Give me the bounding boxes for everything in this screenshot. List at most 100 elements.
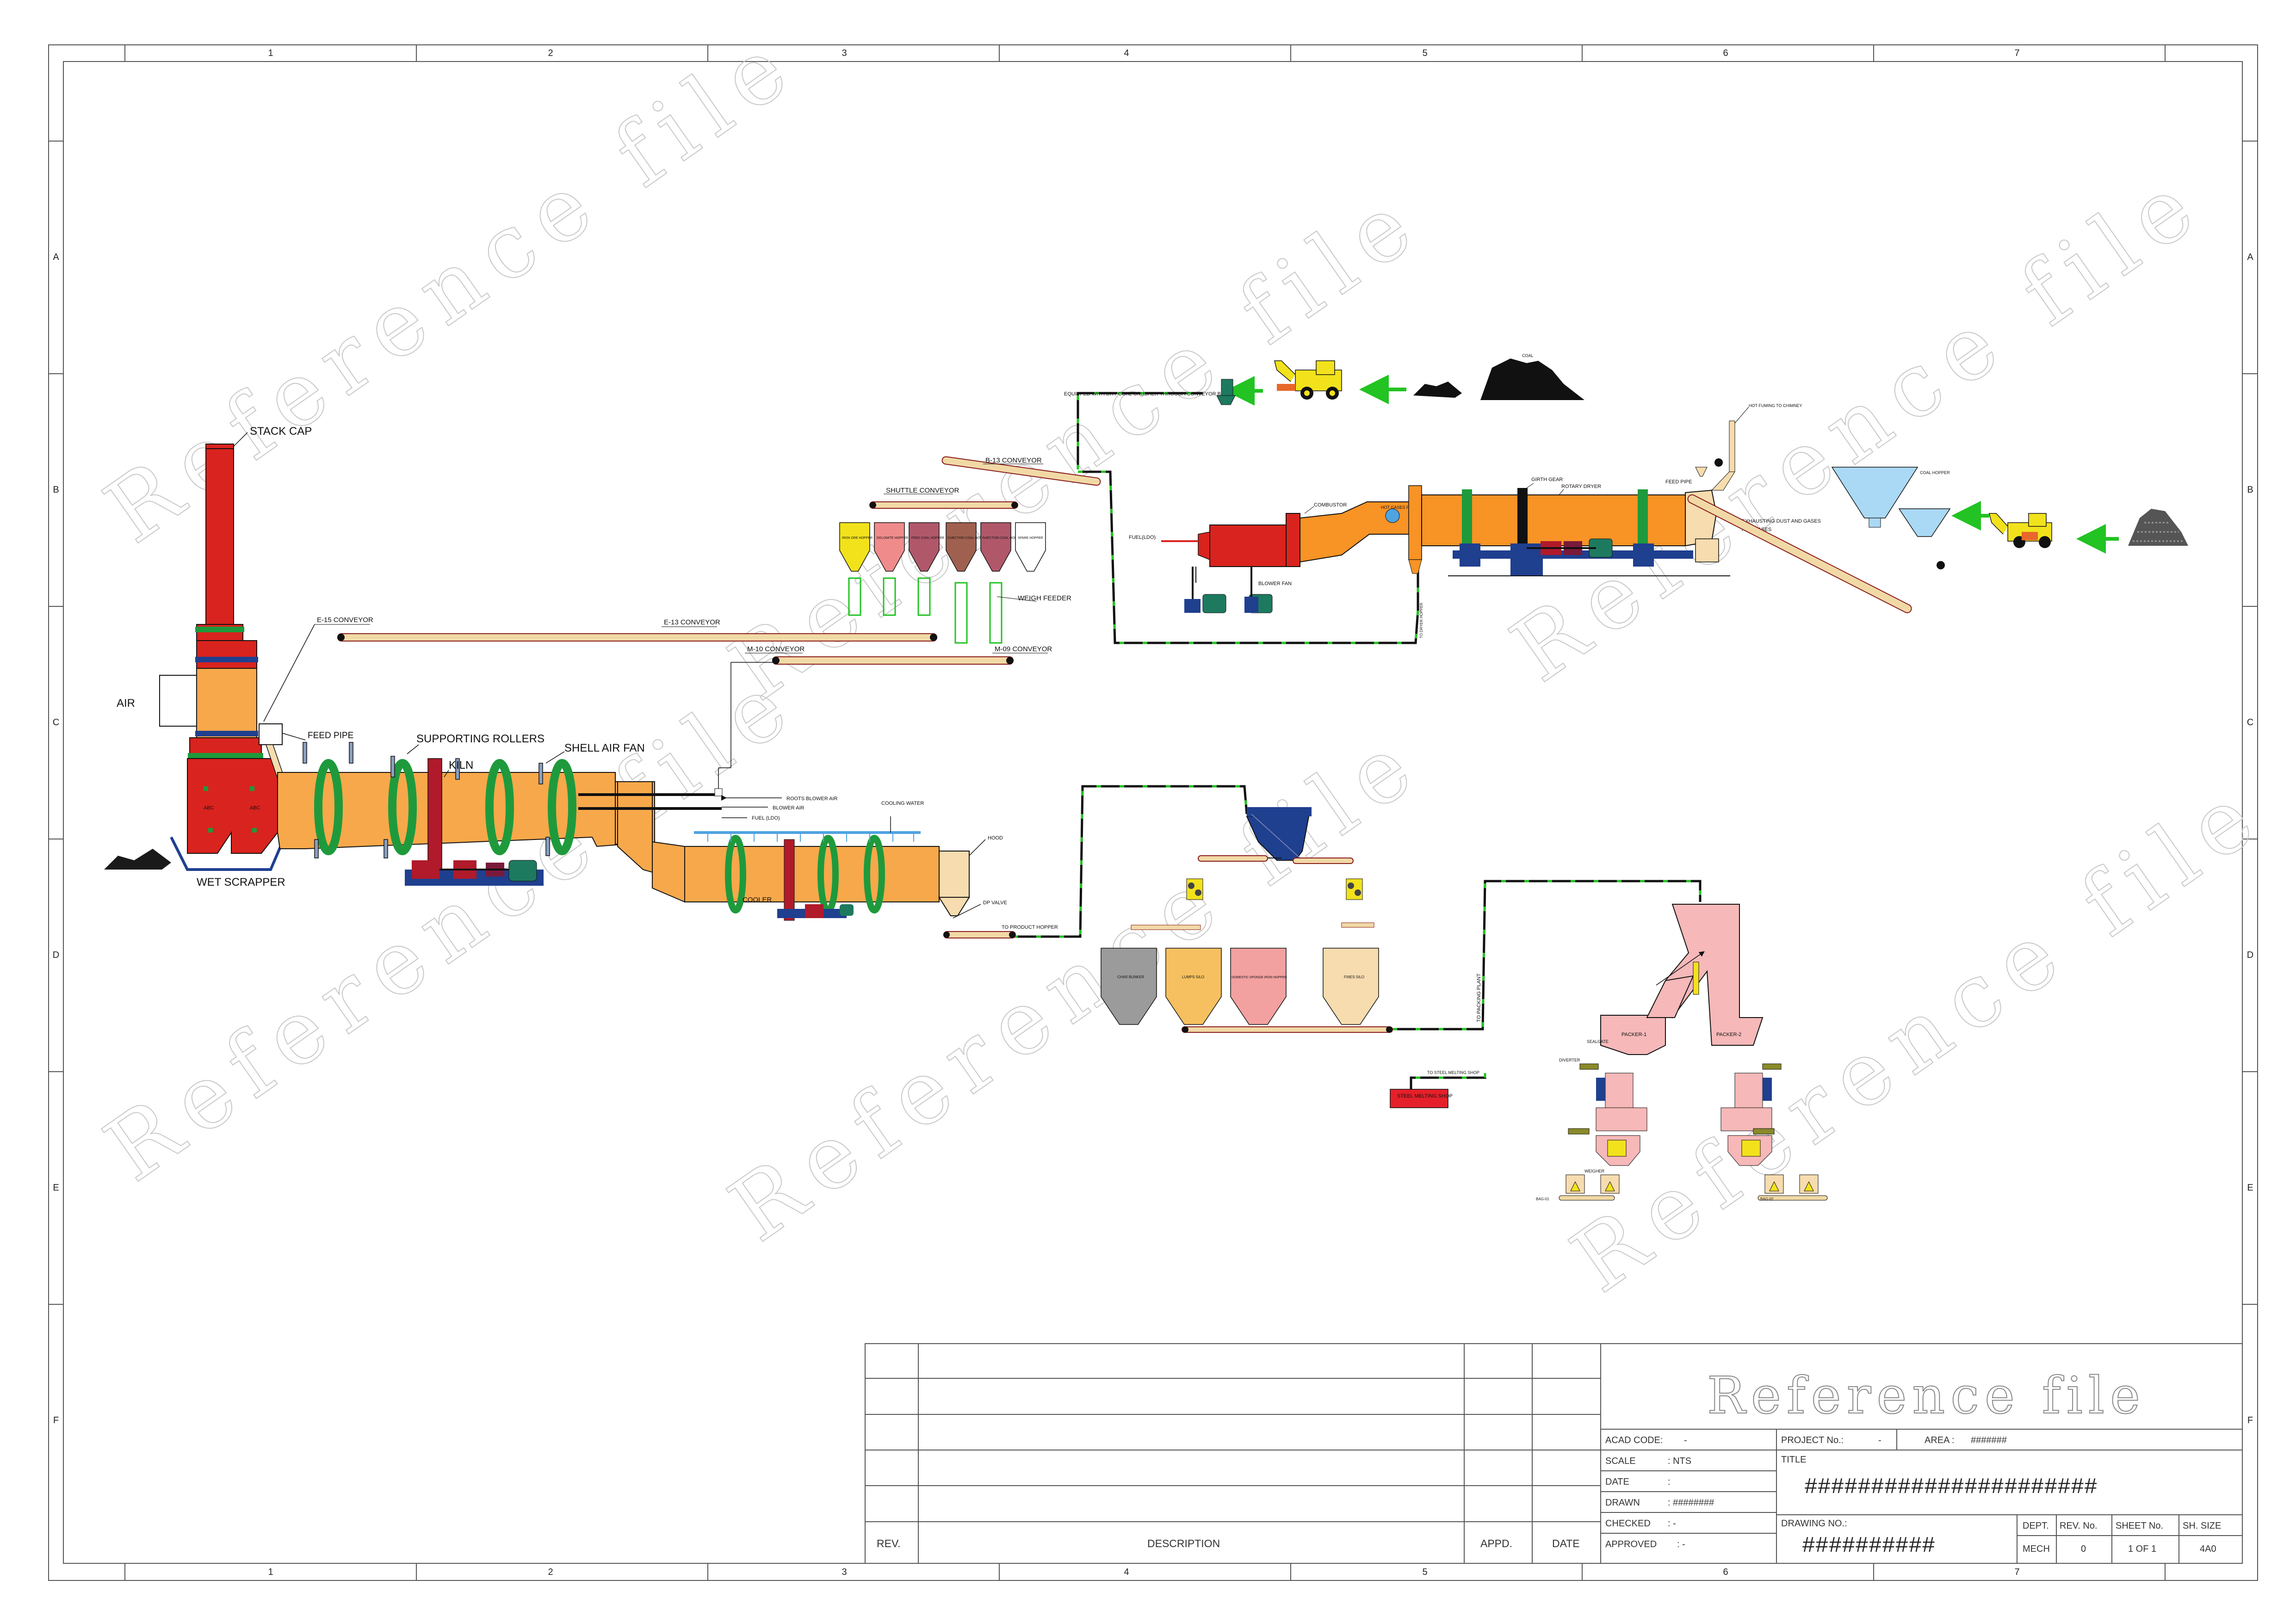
- weigh-feeder-label: WEIGH FEEDER: [1018, 594, 1071, 602]
- silo-label: FINES SILO: [1344, 975, 1364, 979]
- magnetic-separator: [1186, 878, 1203, 900]
- m10-conveyor-label: M-10 CONVEYOR: [747, 645, 805, 653]
- blower-air-label: BLOWER AIR: [773, 805, 805, 811]
- scale-value: : NTS: [1668, 1456, 1691, 1466]
- loader-vehicle: [1274, 360, 1342, 400]
- weigher-label: WEIGHER: [1584, 1169, 1605, 1173]
- row-label-b: B: [53, 485, 59, 495]
- coal-pile-kiln: [104, 849, 171, 870]
- column-label-4: 4: [1124, 48, 1129, 58]
- drawn-label: DRAWN: [1605, 1498, 1640, 1508]
- row-label-e: E: [53, 1183, 59, 1193]
- column-label-1-bottom: 1: [268, 1567, 273, 1577]
- shell-air-fan-label: SHELL AIR FAN: [564, 742, 645, 754]
- air-label: AIR: [117, 697, 135, 710]
- product-silo: DOMESTIC SPONGE IRON HOPPER: [1230, 948, 1287, 1025]
- coal-feed-conveyor: [1687, 494, 1912, 613]
- coal-crusher: [1216, 379, 1236, 405]
- coal-pile-small: [1413, 382, 1462, 398]
- approved-label: APPROVED: [1605, 1539, 1657, 1549]
- silo-label: CHAR BUNKER: [1117, 975, 1144, 979]
- packer1-label: PACKER-1: [1621, 1032, 1646, 1037]
- coal-receiving-top: COAL: [1216, 353, 1584, 406]
- product-separation: CHAR BUNKER LUMPS SILO DOMESTIC SPONGE I…: [1101, 807, 1482, 1108]
- blower-fan-label: BLOWER FAN: [1258, 581, 1292, 586]
- wet-scrapper: [170, 836, 286, 871]
- cooler-label: COOLER: [743, 896, 772, 904]
- steel-melting-shop: [1390, 1089, 1448, 1108]
- exhausting-label: EXHAUSTING DUST AND GASES: [1742, 518, 1821, 524]
- hopper-label: DOLOMITE HOPPER: [877, 537, 908, 540]
- b13-conveyor-label: B-13 CONVEYOR: [985, 457, 1042, 464]
- rev-no-value: 0: [2081, 1544, 2086, 1554]
- hopper: INJECTION COAL HOPPER: [980, 522, 1023, 644]
- drawn-value: : ########: [1668, 1498, 1714, 1508]
- watermark-text: Reference file: [1494, 149, 2222, 702]
- project-no-value: -: [1878, 1435, 1881, 1445]
- row-label-a: A: [53, 252, 59, 262]
- kiln-tire: [485, 759, 514, 855]
- dept-label: DEPT.: [2023, 1521, 2049, 1531]
- air-duct: [159, 675, 197, 727]
- dp-valve-label: DP VALVE: [983, 900, 1007, 906]
- sh-size-label: SH. SIZE: [2183, 1521, 2221, 1531]
- silo-label: DOMESTIC SPONGE IRON HOPPER: [1232, 976, 1287, 979]
- hopper-label: FEED COAL HOPPER: [911, 537, 944, 540]
- hopper-label: SPARE HOPPER: [1018, 537, 1043, 540]
- column-label-7: 7: [2014, 48, 2019, 58]
- row-label-c: C: [53, 717, 59, 728]
- conveyors: E-15 CONVEYOR E-13 CONVEYOR M-10 CONVEYO…: [263, 391, 1242, 722]
- girth-gear-label: GIRTH GEAR: [1531, 477, 1563, 482]
- seal-gate-label: SEALGATE: [1587, 1039, 1609, 1044]
- column-label-7-bottom: 7: [2014, 1567, 2019, 1577]
- row-label-c-right: C: [2247, 717, 2253, 728]
- combustor-chamber: [1209, 525, 1291, 567]
- supporting-rollers-label: SUPPORTING ROLLERS: [416, 733, 545, 745]
- row-label-d-right: D: [2247, 950, 2253, 960]
- coal-pile: [1480, 358, 1584, 400]
- cooler-tire: [864, 835, 885, 913]
- column-label-6: 6: [1723, 48, 1728, 58]
- stack-column: [205, 446, 234, 625]
- row-label-d: D: [53, 950, 59, 960]
- date-label: DATE: [1605, 1477, 1629, 1487]
- appd-column-header: APPD.: [1480, 1537, 1512, 1549]
- feed-pipe-label: FEED PIPE: [308, 731, 353, 741]
- cooling-water-sprays: [707, 833, 914, 842]
- date-value: :: [1668, 1477, 1671, 1487]
- feed-pipe-dryer-label: FEED PIPE: [1665, 479, 1692, 485]
- row-label-b-right: B: [2247, 485, 2253, 495]
- row-label-f-right: F: [2247, 1415, 2253, 1426]
- hood: [939, 851, 970, 898]
- sheet-no-label: SHEET No.: [2116, 1521, 2163, 1531]
- coal-hopper-small: [1898, 508, 1951, 537]
- silo-bottom-conveyor: [1182, 1026, 1393, 1033]
- column-label-2: 2: [548, 48, 553, 58]
- kiln-tire: [388, 759, 417, 855]
- description-column-header: DESCRIPTION: [1147, 1537, 1220, 1549]
- combustor-label: COMBUSTOR: [1314, 502, 1347, 508]
- kiln-shell: [277, 772, 655, 849]
- coal-feed-note: EQUIPPED WITH DRY COAL CRUSHER THROUGH C…: [1064, 391, 1242, 397]
- kiln-label: KILN: [449, 759, 473, 771]
- project-no-label: PROJECT No.:: [1781, 1435, 1844, 1445]
- cooler-tire: [725, 835, 746, 913]
- checked-label: CHECKED: [1605, 1518, 1651, 1529]
- kiln-section: AIR ABC ABC WET SCRAPPER STACK CAP FEED …: [104, 425, 722, 889]
- b13-conveyor: [941, 456, 1101, 486]
- hot-gases-label: HOT GASES PASSING: [1381, 505, 1424, 510]
- to-steel-melting-label: TO STEEL MELTING SHOP: [1427, 1070, 1479, 1075]
- stack-cap-label: STACK CAP: [250, 425, 312, 438]
- dryer-section: FUEL(LDO) HOT GASES PASSING COMBUSTOR GI…: [1129, 403, 2188, 638]
- title-block: REV. DESCRIPTION APPD. DATE Reference fi…: [865, 1343, 2243, 1564]
- column-label-6-bottom: 6: [1723, 1567, 1728, 1577]
- coal-pile-label: COAL: [1522, 353, 1534, 358]
- row-label-e-right: E: [2247, 1183, 2253, 1193]
- sh-size-value: 4A0: [2200, 1544, 2216, 1554]
- silo-label: LUMPS SILO: [1182, 975, 1204, 979]
- acad-code-label: ACAD CODE:: [1605, 1435, 1663, 1445]
- e15-conveyor: [337, 633, 937, 642]
- area-label: AREA :: [1925, 1435, 1954, 1445]
- acad-code-value: -: [1684, 1435, 1687, 1445]
- blower-fan: [1244, 567, 1273, 613]
